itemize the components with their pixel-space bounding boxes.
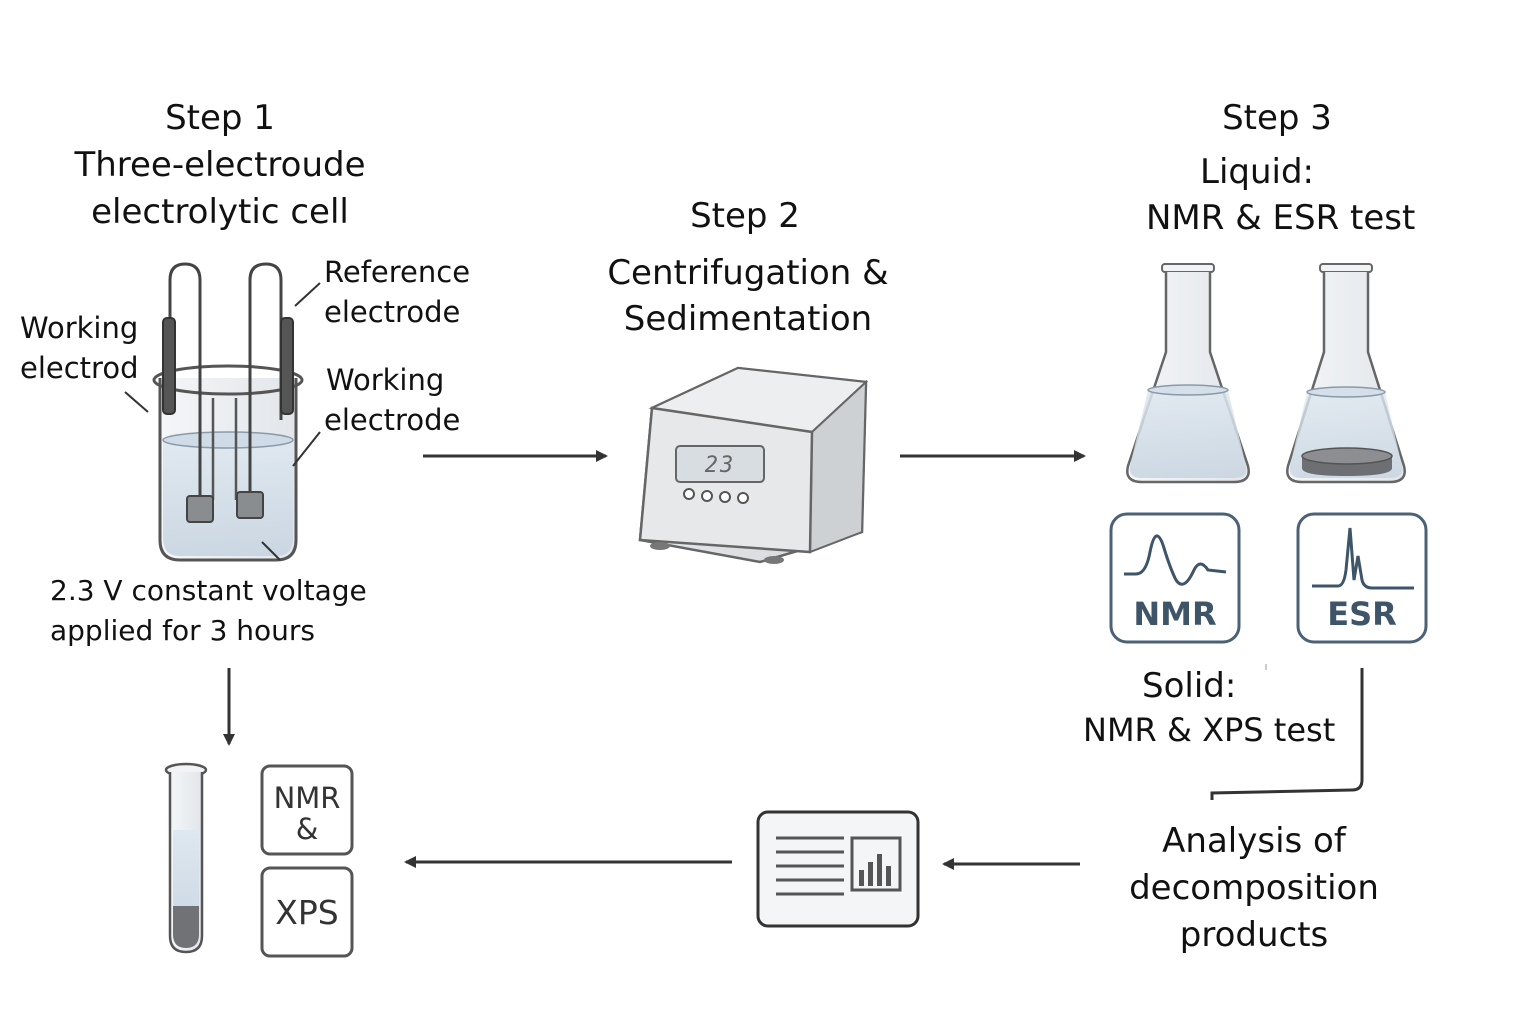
nmr-badge-icon: [1109, 512, 1241, 644]
solid-line1: Solid:: [1142, 666, 1237, 706]
label-reference-line1: Reference: [324, 255, 471, 289]
result-box-nmr: [260, 764, 354, 856]
label-working-left-line2: electrod: [20, 351, 139, 385]
step2-title-line1: Centrifugation &: [607, 253, 889, 293]
condition-line2: applied for 3 hours: [50, 614, 316, 647]
result-box-xps: [260, 866, 354, 958]
label-reference-line2: electrode: [324, 295, 461, 329]
step2-heading: Step 2: [690, 196, 800, 236]
flask-liquid-icon: [1126, 263, 1250, 484]
result-ampersand-label: &: [295, 812, 319, 846]
flask-solid-icon: [1286, 263, 1406, 484]
result-xps-label: XPS: [275, 893, 339, 932]
liquid-line2: NMR & ESR test: [1146, 198, 1416, 238]
step1-title-line2: electrolytic cell: [91, 192, 349, 232]
connector-line: [1210, 668, 1364, 800]
solid-line2: NMR & XPS test: [1083, 711, 1336, 749]
test-tube-icon: [164, 762, 208, 954]
label-working-left-line1: Working: [20, 311, 139, 345]
label-working-right-line1: Working: [326, 363, 445, 397]
label-working-right-line2: electrode: [324, 403, 461, 437]
nmr-badge-label: NMR: [1133, 595, 1217, 633]
esr-badge-icon: [1296, 512, 1428, 644]
step1-heading: Step 1: [165, 98, 275, 138]
step2-title-line2: Sedimentation: [623, 299, 873, 339]
centrifuge-icon: [638, 366, 869, 564]
step1-title-line1: Three-electroude: [74, 145, 366, 185]
result-nmr-label: NMR: [273, 781, 341, 815]
analysis-line3: products: [1179, 915, 1329, 955]
report-card-icon: [756, 810, 920, 928]
step3-heading: Step 3: [1222, 98, 1332, 138]
liquid-line1: Liquid:: [1200, 152, 1315, 192]
centrifuge-display: 23: [704, 453, 736, 478]
analysis-line2: decomposition: [1129, 868, 1379, 908]
analysis-line1: Analysis of: [1162, 821, 1346, 861]
condition-line1: 2.3 V constant voltage: [50, 574, 367, 607]
electrolytic-cell-icon: [124, 262, 321, 562]
esr-badge-label: ESR: [1327, 595, 1397, 633]
